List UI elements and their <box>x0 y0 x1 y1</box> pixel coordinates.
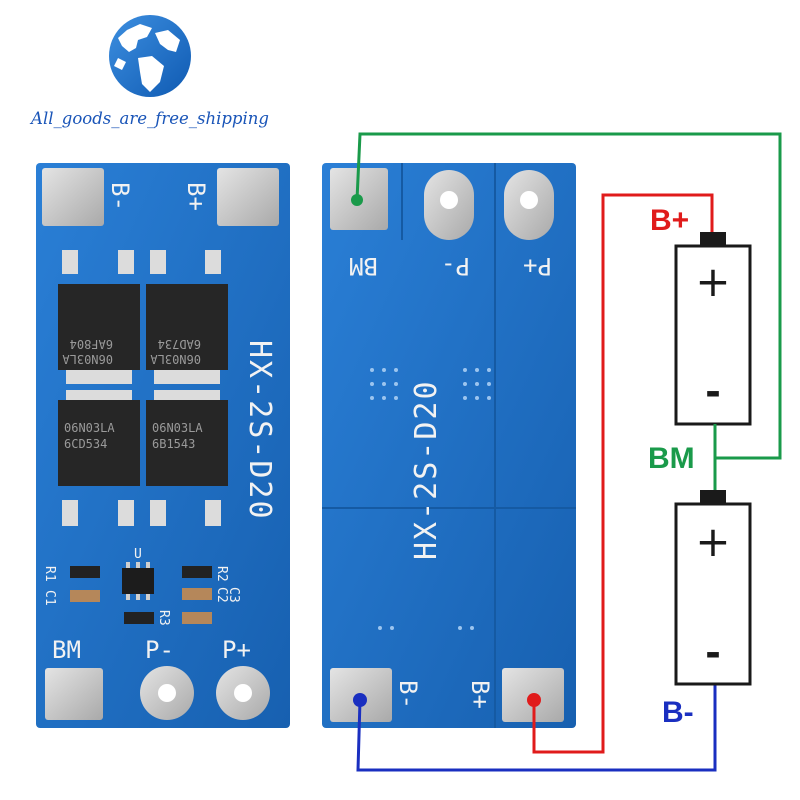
left-label-p-plus: P+ <box>222 636 251 664</box>
left-label-b-minus: B- <box>106 182 134 211</box>
mosfet-3-line2: 6CD534 <box>64 437 107 451</box>
capacitor-c3 <box>182 612 212 624</box>
label-r2: R2 <box>214 566 229 582</box>
wires <box>355 132 782 772</box>
right-model-text: HX-2S-D20 <box>409 379 444 560</box>
battery-top-minus: - <box>705 370 721 414</box>
left-pad-p-plus-hole <box>234 684 252 702</box>
label-c2: C2 <box>214 587 229 603</box>
mosfet-2 <box>146 284 228 370</box>
left-pad-bm <box>45 668 103 720</box>
logo: All_goods_are_free_shipping <box>29 15 269 128</box>
globe-continents <box>114 24 180 92</box>
wire-label-b-minus: B- <box>662 696 694 729</box>
right-label-p-minus: P- <box>441 252 470 280</box>
battery-top-body <box>674 244 752 426</box>
capacitor-c1 <box>70 590 100 602</box>
battery-top: + - <box>674 232 752 426</box>
mosfet-3-line1: 06N03LA <box>64 421 115 435</box>
left-pad-p-minus-hole <box>158 684 176 702</box>
left-pad-b-plus <box>217 168 279 226</box>
label-r1: R1 <box>42 566 57 582</box>
label-u: U <box>134 547 142 562</box>
right-label-b-minus: B- <box>394 680 422 709</box>
mosfet-1-line1: 06N03LA <box>62 352 113 366</box>
mosfet-array: 06N03LA 6AF804 06N03LA 6AD734 06N03LA 6C… <box>58 250 228 526</box>
capacitor-c2 <box>182 588 212 600</box>
right-label-b-plus: B+ <box>466 680 494 709</box>
via-dots <box>370 368 491 630</box>
mosfet-4-line1: 06N03LA <box>152 421 203 435</box>
battery-bottom-body <box>674 502 752 686</box>
passive-components: R1 C1 R2 C2 C3 R3 U <box>42 547 241 626</box>
wire-bm <box>355 132 782 460</box>
resistor-r1 <box>70 566 100 578</box>
mosfet-1 <box>58 284 140 370</box>
battery-bottom-plus: + <box>695 517 730 566</box>
battery-bottom-minus: - <box>705 631 721 675</box>
mosfet-3 <box>58 400 140 486</box>
mosfet-2-line2: 6AD734 <box>158 337 201 351</box>
ic-u1 <box>122 568 154 594</box>
battery-top-plus: + <box>695 257 730 306</box>
right-board-pcb <box>322 163 576 728</box>
wire-label-b-plus: B+ <box>650 204 689 237</box>
label-c1: C1 <box>42 590 57 606</box>
logo-text: All_goods_are_free_shipping <box>29 109 269 128</box>
battery-bottom: + - <box>674 490 752 686</box>
wire-b-plus <box>532 193 714 754</box>
label-c3: C3 <box>226 587 241 603</box>
mosfet-4 <box>146 400 228 486</box>
right-label-bm: BM <box>349 252 378 280</box>
left-pad-b-minus <box>42 168 104 226</box>
mosfet-4-line2: 6B1543 <box>152 437 195 451</box>
resistor-r2 <box>182 566 212 578</box>
left-board: B- B+ BM P- P+ HX-2S-D20 06N03LA <box>36 163 290 728</box>
resistor-r3 <box>124 612 154 624</box>
left-label-p-minus: P- <box>145 636 174 664</box>
mosfet-2-line1: 06N03LA <box>150 352 201 366</box>
left-label-b-plus: B+ <box>182 182 210 211</box>
label-r3: R3 <box>156 610 171 626</box>
wire-b-minus <box>356 685 717 772</box>
wire-label-bm: BM <box>648 442 695 475</box>
mosfet-1-line2: 6AF804 <box>70 337 113 351</box>
right-label-p-plus: P+ <box>523 252 552 280</box>
left-model-text: HX-2S-D20 <box>242 340 277 521</box>
right-board: BM P- P+ B- B+ HX-2S-D20 <box>322 163 576 728</box>
left-label-bm: BM <box>52 636 81 664</box>
